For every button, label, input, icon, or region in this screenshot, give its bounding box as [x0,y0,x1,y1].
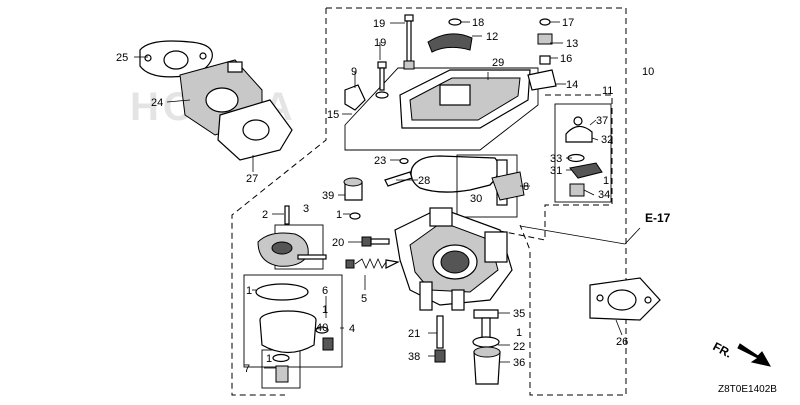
callout-33: 33 [550,153,562,165]
choke-parts-13-14-16-17 [527,18,557,91]
callout-20: 20 [332,237,344,249]
callout-25: 25 [116,52,128,64]
callout-10: 10 [642,66,654,78]
callout-26: 26 [616,336,628,348]
screw-19-lower [375,61,389,99]
front-direction-arrow: FR. [711,339,771,367]
top-cover-29 [399,69,531,129]
callout-30: 30 [470,193,482,205]
callout-19-upper: 19 [373,18,385,30]
callout-1-drain: 1 [266,353,272,365]
callout-31: 31 [550,165,562,177]
assembly-boundary-dashed [231,7,627,396]
o-ring-1-bowl [255,283,309,301]
callout-37: 37 [596,115,608,127]
callout-36: 36 [513,357,525,369]
drain-bolt-7 [275,365,289,383]
callout-1-oring: 1 [246,285,252,297]
linkage-rod [384,171,413,187]
choke-valve-32 [565,116,593,143]
washer-1-drain [272,353,290,363]
o-ring-22 [472,336,500,348]
cup-36 [473,346,501,385]
callout-39: 39 [322,190,334,202]
float-3 [257,232,327,267]
callout-28: 28 [418,175,430,187]
callout-13: 13 [566,38,578,50]
callout-8: 8 [523,181,529,193]
direction-label: FR. [711,339,735,360]
callout-7: 7 [244,363,250,375]
sub-assembly-boundary-dashed [469,94,613,241]
drain-screw-35 [473,309,499,339]
plug-39 [343,177,363,220]
callout-18: 18 [472,17,484,29]
arrow-right-icon [737,343,771,367]
needle-8 [491,159,525,206]
washer-23 [399,157,409,165]
callout-9: 9 [351,66,357,78]
leader-lines [134,21,641,369]
arm-12 [427,33,473,53]
screw-20 [361,236,390,247]
intake-gasket-25 [139,40,213,78]
callout-27: 27 [246,173,258,185]
callout-24: 24 [151,97,163,109]
callout-19-lower: 19 [374,37,386,49]
callout-3: 3 [303,203,309,215]
float-bowl-group-box [243,274,343,368]
callout-1-washer: 1 [322,304,328,316]
screw-19-upper [403,14,415,70]
callout-11: 11 [602,85,613,97]
callout-14: 14 [566,79,578,91]
pilot-screw-5 [345,258,400,269]
callout-5: 5 [361,293,367,305]
washer-1-bowl [315,326,329,334]
float-bowl [259,310,317,354]
callout-40: 40 [316,322,328,334]
callout-2: 2 [262,209,268,221]
callout-1-bottom: 1 [516,327,522,339]
bracket-9 [344,84,366,111]
callout-1-plug: 1 [336,209,342,221]
choke-group-box [554,103,612,203]
callout-22: 22 [513,341,525,353]
main-jet-21 [436,315,444,349]
callout-6: 6 [322,285,328,297]
callout-17: 17 [562,17,574,29]
section-ref-label: E-17 [645,211,671,225]
washer-18 [448,18,462,26]
callout-labels: 25 24 27 19 19 18 12 17 13 16 14 10 9 29… [116,17,671,375]
bolt-40 [322,337,334,351]
callout-4: 4 [349,323,355,335]
callout-34: 34 [598,189,610,201]
pin-2 [284,205,290,225]
top-cover-group-box [344,67,539,151]
callout-21: 21 [408,328,420,340]
callout-1-choke: 1 [603,175,609,187]
carburetor-body [394,207,513,311]
callout-29: 29 [492,57,504,69]
lever-31 [569,162,603,179]
callout-15: 15 [327,109,339,121]
nozzle-38 [434,349,446,363]
callout-23: 23 [374,155,386,167]
callout-16: 16 [560,53,572,65]
diagram-ref-code: Z8T0E1402B [718,384,777,395]
callout-12: 12 [486,31,498,43]
plug-34 [569,183,585,197]
gasket-28 [410,155,500,193]
gasket-27 [217,99,293,161]
callout-32: 32 [601,134,613,146]
callout-35: 35 [513,308,525,320]
gasket-26 [589,277,661,321]
callout-38: 38 [408,351,420,363]
